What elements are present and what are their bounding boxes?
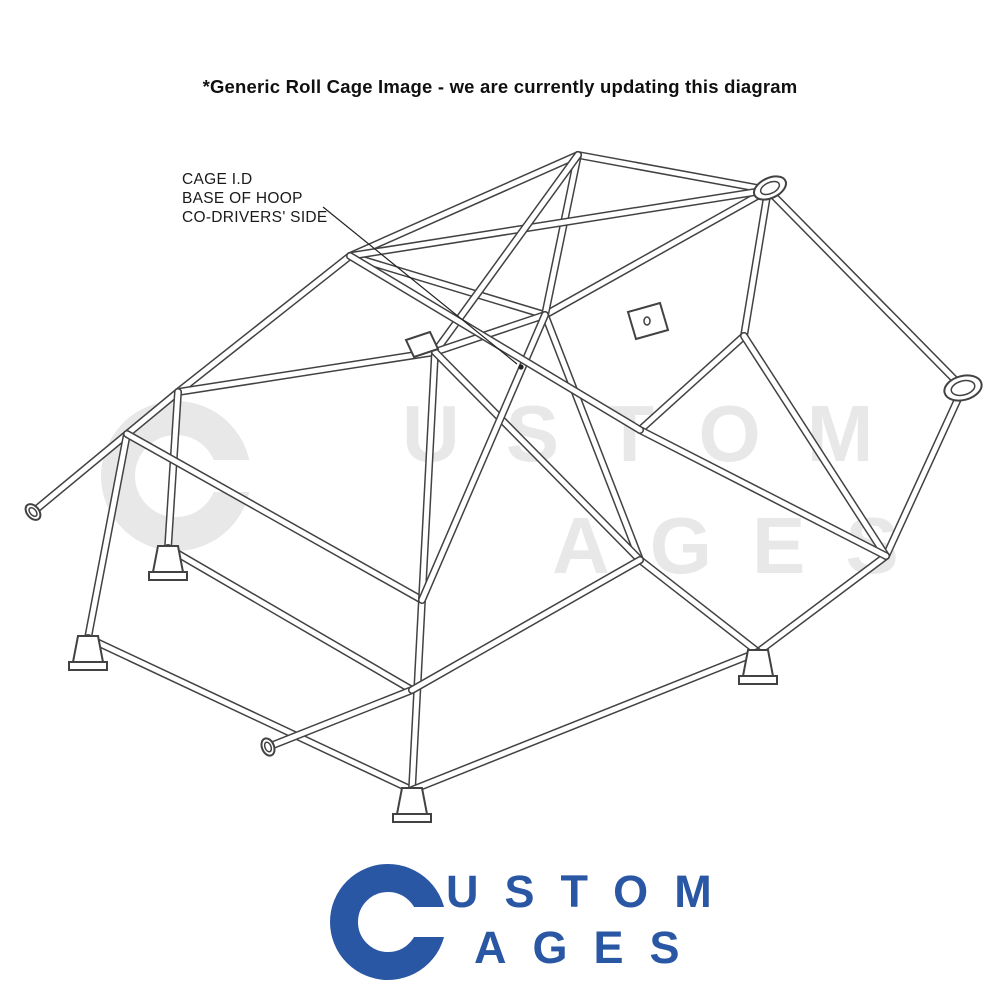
cage-tubes	[29, 151, 967, 794]
notice-text: *Generic Roll Cage Image - we are curren…	[202, 76, 798, 97]
annotation-line: BASE OF HOOP	[182, 190, 303, 207]
tube-end-fitting	[260, 737, 276, 757]
tube-end-fitting	[943, 374, 983, 402]
logo-text-bottom: AGES	[474, 922, 706, 973]
annotation-leader-line	[322, 206, 518, 365]
mounting-foot	[738, 649, 778, 685]
brand-logo: USTOM AGES	[322, 856, 752, 990]
mounting-foot	[148, 545, 188, 581]
tube-end-fitting	[24, 503, 42, 521]
annotation-line: CO-DRIVERS' SIDE	[182, 209, 328, 226]
cage-id-annotation: CAGE I.D BASE OF HOOP CO-DRIVERS' SIDE	[182, 170, 328, 227]
logo-text-top: USTOM	[446, 866, 738, 917]
mounting-foot	[68, 635, 108, 671]
logo-c-icon	[330, 864, 454, 980]
annotation-point-dot	[518, 364, 524, 370]
tube-end-fitting	[753, 175, 787, 201]
dash-clamp-bracket	[404, 330, 440, 359]
annotation-line: CAGE I.D	[182, 171, 253, 188]
mounting-foot	[392, 787, 432, 823]
gusset-plate	[626, 301, 670, 341]
